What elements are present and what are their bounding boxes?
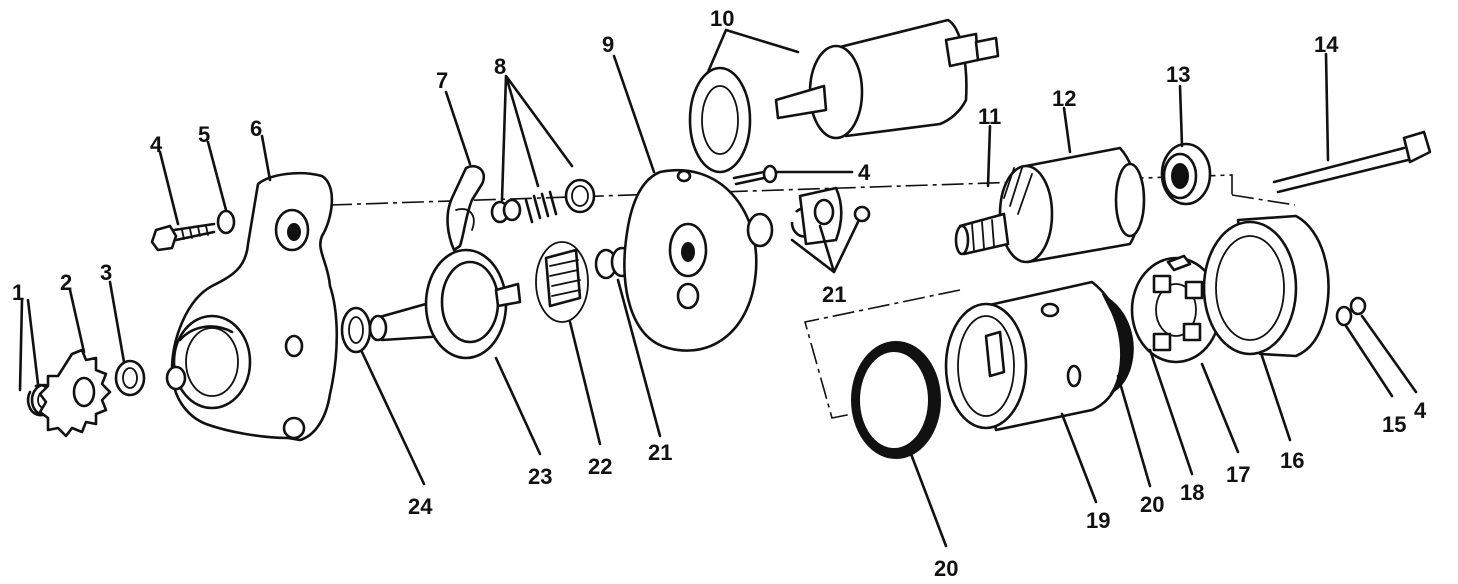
- part-16-end-housing: [1202, 214, 1330, 358]
- assembly-axis-lines: [329, 174, 1296, 419]
- part-10-solenoid: [688, 18, 1000, 174]
- callout-2: 2: [60, 270, 72, 295]
- part-22-drive-pinion: [535, 241, 589, 323]
- part-21-cover-plate-group: [746, 186, 871, 248]
- callout-20-frame: 20: [1140, 492, 1164, 517]
- callout-22: 22: [588, 454, 612, 479]
- callout-9: 9: [602, 32, 614, 57]
- callout-8: 8: [494, 54, 506, 79]
- callout-11: 11: [978, 104, 1001, 129]
- callout-5: 5: [198, 122, 210, 147]
- part-4-screw-center: [732, 164, 778, 186]
- part-20-large-seal-ring: [851, 341, 941, 459]
- part-11-armature-shaft: [954, 212, 1010, 256]
- callout-21-right: 21: [822, 282, 846, 307]
- part-4-screw-right: [1349, 296, 1367, 316]
- part-4-mounting-bolt: [150, 222, 216, 252]
- leader-lines: [18, 28, 1418, 548]
- callout-21-center: 21: [648, 440, 672, 465]
- part-8-spring-and-washers: [490, 178, 596, 224]
- part-9-bearing-plate: [623, 169, 758, 352]
- callout-12: 12: [1052, 86, 1076, 111]
- callout-6: 6: [250, 116, 262, 141]
- callout-24: 24: [408, 494, 433, 519]
- part-5-washer: [216, 209, 236, 235]
- part-13-bearing: [1160, 142, 1212, 206]
- part-23-drive-shaft: [368, 248, 522, 360]
- callout-4-right: 4: [1414, 398, 1427, 423]
- callout-labels: 1 2 3 4 5 6 7 8 9 10 4 11 12 13 14 21 15…: [12, 6, 1427, 581]
- part-2-pinion-gear: [38, 348, 112, 438]
- callout-7: 7: [436, 68, 448, 93]
- part-17-brush-holder: [1130, 254, 1222, 364]
- part-15-washer: [1335, 305, 1353, 327]
- part-3-spacer-ring: [114, 359, 146, 397]
- part-12-armature: [998, 146, 1146, 264]
- callout-23: 23: [528, 464, 552, 489]
- callout-20-seal: 20: [934, 556, 958, 581]
- callout-17: 17: [1226, 462, 1250, 487]
- part-6-drive-end-housing: [165, 171, 372, 442]
- callout-13: 13: [1166, 62, 1190, 87]
- part-19-field-frame: [944, 280, 1126, 432]
- callout-1: 1: [12, 280, 24, 305]
- part-7-shift-lever: [446, 164, 486, 252]
- callout-14: 14: [1314, 32, 1339, 57]
- callout-19: 19: [1086, 508, 1110, 533]
- part-14-through-bolt: [1272, 130, 1432, 194]
- callout-18: 18: [1180, 480, 1204, 505]
- callout-10: 10: [710, 6, 734, 31]
- callout-15: 15: [1382, 412, 1406, 437]
- callout-16: 16: [1280, 448, 1304, 473]
- callout-3: 3: [100, 260, 112, 285]
- callout-4: 4: [150, 132, 163, 157]
- callout-4-center: 4: [858, 160, 871, 185]
